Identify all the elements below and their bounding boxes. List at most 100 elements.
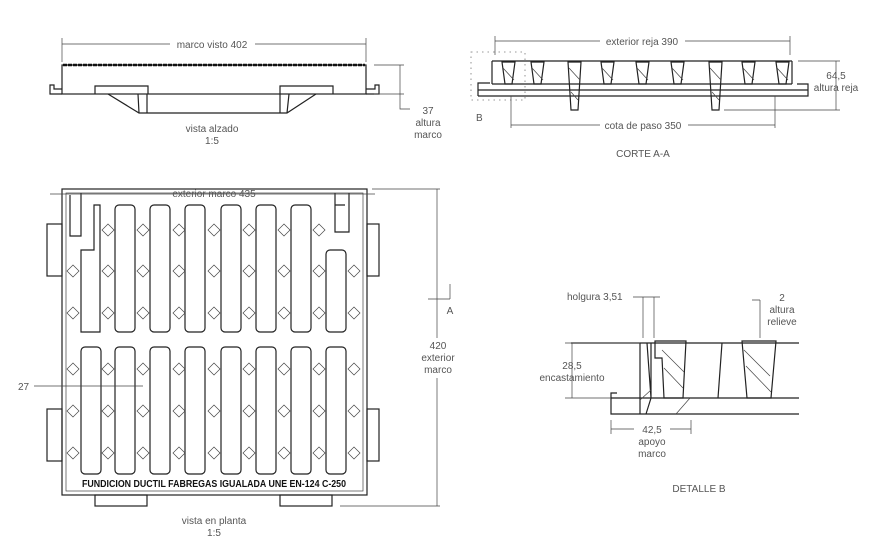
section-height-label: altura reja [814, 83, 859, 94]
anti-slip-diamond [277, 306, 291, 320]
anti-slip-diamond [136, 264, 150, 278]
elevation-height-label: altura [415, 118, 440, 129]
plan-width-dim: exterior marco 435 [172, 189, 256, 200]
elevation-scale: 1:5 [205, 136, 219, 147]
support-label: apoyo [638, 437, 666, 448]
anti-slip-diamond [312, 446, 326, 460]
elevation-width-dim: marco visto 402 [177, 40, 248, 51]
grate-bar-section [567, 61, 582, 111]
anti-slip-diamond [101, 306, 115, 320]
anti-slip-diamond [347, 264, 361, 278]
anti-slip-diamond [207, 446, 221, 460]
detail-view: holgura 3,51 2 altura relieve 28,5 encas… [539, 292, 799, 495]
plan-height-label: exterior [421, 353, 455, 364]
grate-slot [184, 346, 206, 475]
grate-slot [290, 346, 312, 475]
grate-bar-section [501, 61, 516, 85]
hatch [502, 67, 515, 81]
anti-slip-diamond [277, 223, 291, 237]
anti-slip-diamond [66, 306, 80, 320]
anti-slip-diamond [207, 362, 221, 376]
anti-slip-diamond [207, 404, 221, 418]
slot-width-dim: 27 [18, 382, 30, 393]
grate-bar-section [600, 61, 615, 85]
anti-slip-diamond [312, 264, 326, 278]
anti-slip-diamond [277, 404, 291, 418]
anti-slip-diamond [101, 446, 115, 460]
frame-outline [61, 188, 368, 496]
hatch [711, 91, 720, 101]
anti-slip-diamond [312, 404, 326, 418]
grate-slot [114, 204, 136, 333]
anti-slip-diamond [312, 362, 326, 376]
hatch [709, 67, 722, 81]
section-view: exterior reja 390 B 64,5 altura reja cot… [470, 36, 859, 160]
anti-slip-diamond [66, 446, 80, 460]
anti-slip-diamond [242, 306, 256, 320]
hatch [671, 67, 684, 81]
anti-slip-diamond [277, 362, 291, 376]
anti-slip-diamond [312, 306, 326, 320]
grate-slot [149, 346, 171, 475]
grate-slot [255, 204, 277, 333]
section-passage-dim: cota de paso 350 [605, 121, 682, 132]
anti-slip-diamond [172, 446, 186, 460]
anti-slip-diamond [242, 362, 256, 376]
elevation-title: vista alzado [186, 124, 239, 135]
section-title: CORTE A-A [616, 149, 670, 160]
elevation-height-value: 37 [422, 106, 434, 117]
relief-value: 2 [779, 293, 785, 304]
anti-slip-diamond [101, 404, 115, 418]
detail-title: DETALLE B [672, 484, 725, 495]
grate-slot [325, 346, 347, 475]
anti-slip-diamond [312, 223, 326, 237]
frame-body [61, 64, 367, 95]
grate-slot [220, 346, 242, 475]
anti-slip-diamond [136, 306, 150, 320]
anti-slip-diamond [207, 306, 221, 320]
grate-bar-section [708, 61, 723, 111]
anti-slip-diamond [347, 306, 361, 320]
embed-value: 28,5 [562, 361, 582, 372]
grate-slot [80, 346, 102, 475]
grate-bar-section [635, 61, 650, 85]
anti-slip-diamond [172, 404, 186, 418]
embed-label: encastamiento [539, 373, 604, 384]
anti-slip-diamond [242, 404, 256, 418]
anti-slip-diamond [66, 264, 80, 278]
support-value: 42,5 [642, 425, 662, 436]
relief-label-2: relieve [767, 317, 797, 328]
anti-slip-diamond [277, 446, 291, 460]
elevation-height-label-2: marco [414, 130, 442, 141]
hatch [742, 67, 755, 81]
grate-slot [184, 204, 206, 333]
hatch [601, 67, 614, 81]
grate-slot [114, 346, 136, 475]
anti-slip-diamond [136, 404, 150, 418]
anti-slip-diamond [136, 362, 150, 376]
grate-slot [255, 346, 277, 475]
anti-slip-diamond [347, 446, 361, 460]
casting-inscription: FUNDICION DUCTIL FABREGAS IGUALADA UNE E… [82, 478, 346, 490]
anti-slip-diamond [101, 264, 115, 278]
hatch [636, 67, 649, 81]
anti-slip-diamond [172, 306, 186, 320]
hatch [570, 91, 579, 101]
plan-height-value: 420 [430, 341, 447, 352]
support-label-2: marco [638, 449, 666, 460]
section-height-value: 64,5 [826, 71, 846, 82]
clearance-dim: holgura 3,51 [567, 292, 623, 303]
hatch [531, 67, 544, 81]
anti-slip-diamond [172, 264, 186, 278]
grate-slot [290, 204, 312, 333]
anti-slip-diamond [172, 223, 186, 237]
detail-marker-b: B [476, 113, 483, 124]
grate-bar-section [530, 61, 545, 85]
section-marker-a: A [447, 306, 454, 317]
anti-slip-diamond [242, 446, 256, 460]
anti-slip-diamond [172, 362, 186, 376]
grate-bar-section [670, 61, 685, 85]
grate-slot [149, 204, 171, 333]
anti-slip-diamond [136, 446, 150, 460]
plan-scale: 1:5 [207, 528, 221, 539]
